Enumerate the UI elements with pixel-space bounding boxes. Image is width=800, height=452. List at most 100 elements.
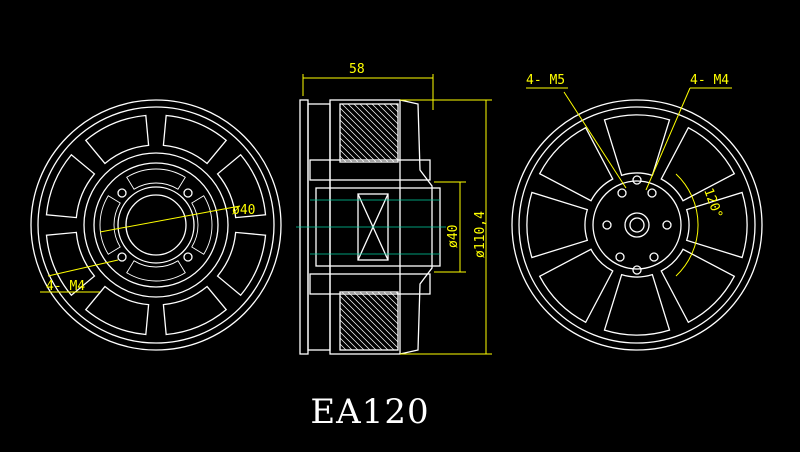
back-windows [526,114,748,336]
hatch-line [377,103,399,125]
front-hub-ring [83,152,229,298]
back-holes [602,175,672,275]
front-slot [191,195,213,255]
front-mount-hole [183,188,193,198]
hatch-line [347,291,399,343]
front-inner-rim [37,106,275,344]
hatch-line [341,103,399,161]
back-window [538,126,614,202]
back-outer-rim [511,99,763,351]
hatch-line [371,291,399,319]
hatch-line [339,295,395,351]
back-mount-hole [649,252,659,262]
front-dim-line [99,205,241,233]
hatch-line [339,131,371,163]
front-outer-rim [30,99,282,351]
back-dim-angle: 120° [700,186,725,221]
back-window [660,248,736,324]
front-window [45,231,96,297]
hatch-line [339,113,389,163]
hatch-line [339,319,371,351]
side-hatch-bottom [339,291,399,351]
front-view: ø40 4- M4 [30,99,282,351]
front-slots [99,168,213,282]
front-center-ring [117,186,195,264]
hatch-line [339,137,365,163]
hatch-line [359,291,399,331]
front-callout-leader [47,259,119,277]
back-inner-rim [518,106,756,344]
hatch-line [339,301,389,351]
side-hatch-top [339,103,399,163]
front-window [84,114,150,165]
back-angle-arc [675,173,699,277]
front-window [84,285,150,336]
hatch-line [365,103,399,137]
hatch-line [371,103,399,131]
back-hub [592,180,682,270]
front-window [162,114,228,165]
hatch-line [339,307,383,351]
front-slot [126,168,186,190]
hatch-line [347,103,399,155]
hatch-line [339,125,377,163]
back-view: 4- M5 4- M4 120° [511,73,763,351]
hatch-line [339,155,347,163]
side-magnet-top [339,103,399,163]
hatch-line [339,343,347,351]
back-mount-hole [617,188,627,198]
back-center-bore [629,217,645,233]
front-slot [126,260,186,282]
front-slot [99,195,121,255]
back-mount-hole [662,220,672,230]
front-mount-hole [183,252,193,262]
back-mount-hole [632,175,642,185]
hatch-line [339,119,383,163]
hatch-line [339,337,353,351]
back-window [603,114,671,177]
hatch-line [339,331,359,351]
hatch-line [339,107,395,163]
back-window [685,191,748,259]
hatch-line [339,143,359,163]
front-window [45,153,96,219]
hatch-line [339,325,365,351]
back-mount-hole [647,188,657,198]
back-callout-leader-right [645,87,691,191]
front-window [162,285,228,336]
front-windows [45,114,267,336]
hatch-line [353,103,399,149]
side-shaft-collar-top [309,159,431,181]
hatch-line [353,291,399,337]
hatch-line [339,313,377,351]
hatch-line [365,291,399,325]
front-dim-bolt-circle: ø40 [232,203,255,218]
back-callout-hole-right: 4- M4 [690,73,729,88]
back-callout-hole-left: 4- M5 [526,73,565,88]
hatch-line [389,291,399,301]
front-hub-ring-inner [93,162,219,288]
side-dim-outer-diameter: ø110,4 [473,211,488,258]
side-view: 58 ø40 ø110,4 [296,62,492,355]
back-center-ring [624,212,650,238]
back-window [526,191,589,259]
side-dim-shaft-circle: ø40 [446,225,461,248]
front-mount-hole [117,188,127,198]
side-dim-length: 58 [349,62,365,77]
back-window [603,273,671,336]
back-mount-hole [615,252,625,262]
front-window [216,153,267,219]
hatch-line [341,291,399,349]
side-shaft-collar-bottom [309,273,431,295]
back-window [660,126,736,202]
hatch-line [389,103,399,113]
back-mount-hole [602,220,612,230]
front-center-bore [125,194,187,256]
hatch-line [377,291,399,313]
front-window [216,231,267,297]
side-magnet-bottom [339,291,399,351]
back-callout-leader-left [563,91,627,189]
back-window [538,248,614,324]
hatch-line [395,103,399,107]
